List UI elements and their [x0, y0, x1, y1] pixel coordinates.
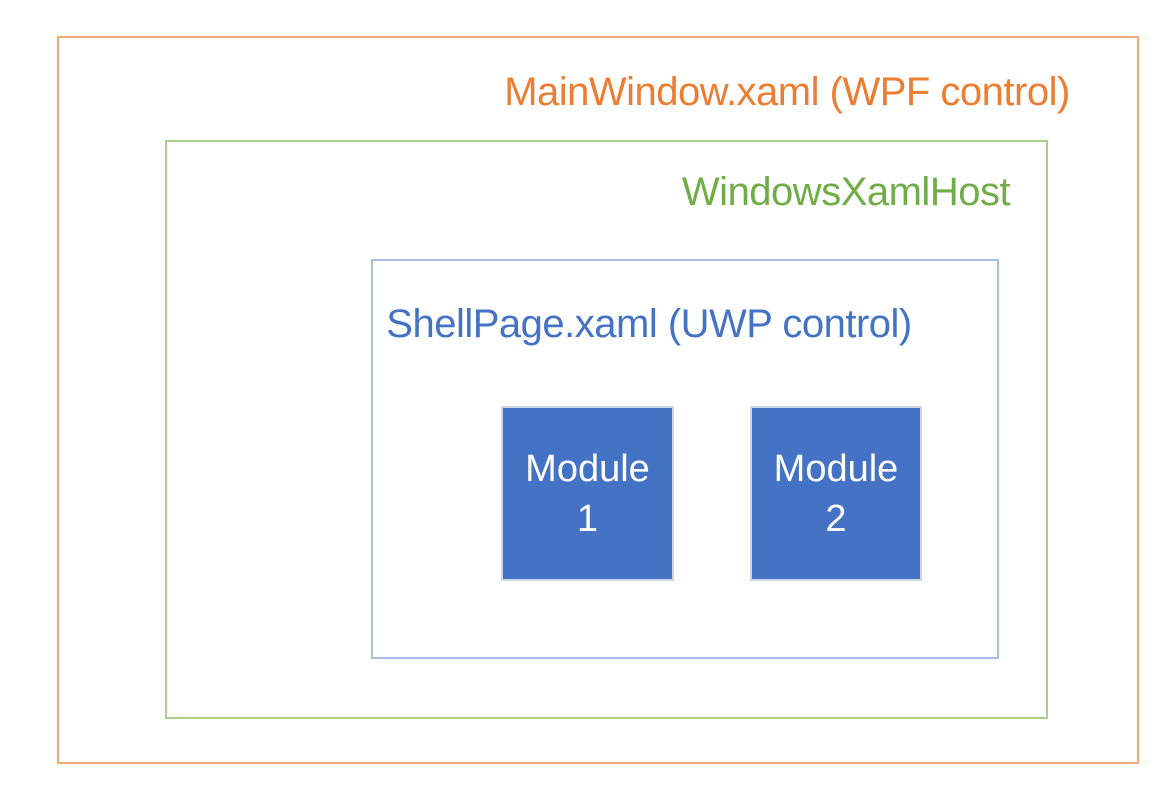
- module-2-label-line2: 2: [825, 497, 847, 540]
- windows-xaml-host-box: [165, 140, 1048, 719]
- module-2-label-line1: Module: [773, 447, 899, 490]
- module-1-label-line2: 1: [576, 497, 599, 540]
- windows-xaml-host-label: WindowsXamlHost: [681, 170, 1011, 214]
- module-1-box: Module 1: [501, 406, 674, 581]
- shellpage-uwp-label: ShellPage.xaml (UWP control): [386, 302, 912, 346]
- shellpage-uwp-box: [371, 259, 999, 659]
- module-1-label-line1: Module: [525, 447, 650, 490]
- mainwindow-wpf-box: [57, 36, 1139, 764]
- mainwindow-wpf-label: MainWindow.xaml (WPF control): [504, 70, 1070, 114]
- module-2-box: Module 2: [750, 406, 922, 581]
